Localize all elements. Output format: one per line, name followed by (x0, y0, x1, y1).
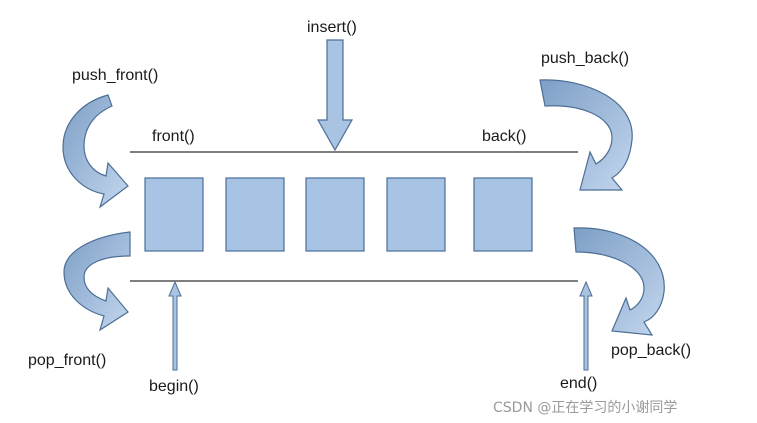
push-front-label: push_front() (72, 67, 158, 84)
push-front-arrow (62, 94, 129, 209)
element-box-4 (386, 177, 446, 252)
pop-front-label: pop_front() (28, 352, 106, 369)
front-label: front() (152, 128, 195, 145)
begin-arrow (168, 280, 182, 371)
element-box-5 (473, 177, 533, 252)
watermark-text: CSDN @正在学习的小谢同学 (493, 400, 677, 416)
insert-arrow (316, 39, 354, 152)
back-label: back() (482, 128, 526, 145)
pop-back-arrow (573, 227, 665, 336)
element-box-1 (144, 177, 204, 252)
element-box-2 (225, 177, 285, 252)
end-label: end() (560, 375, 597, 392)
push-back-arrow (539, 79, 633, 191)
end-arrow (579, 280, 593, 371)
pop-back-label: pop_back() (611, 342, 691, 359)
push-back-label: push_back() (541, 50, 629, 67)
insert-label: insert() (307, 19, 357, 36)
begin-label: begin() (149, 378, 199, 395)
pop-front-arrow (63, 231, 131, 332)
element-box-3 (305, 177, 365, 252)
